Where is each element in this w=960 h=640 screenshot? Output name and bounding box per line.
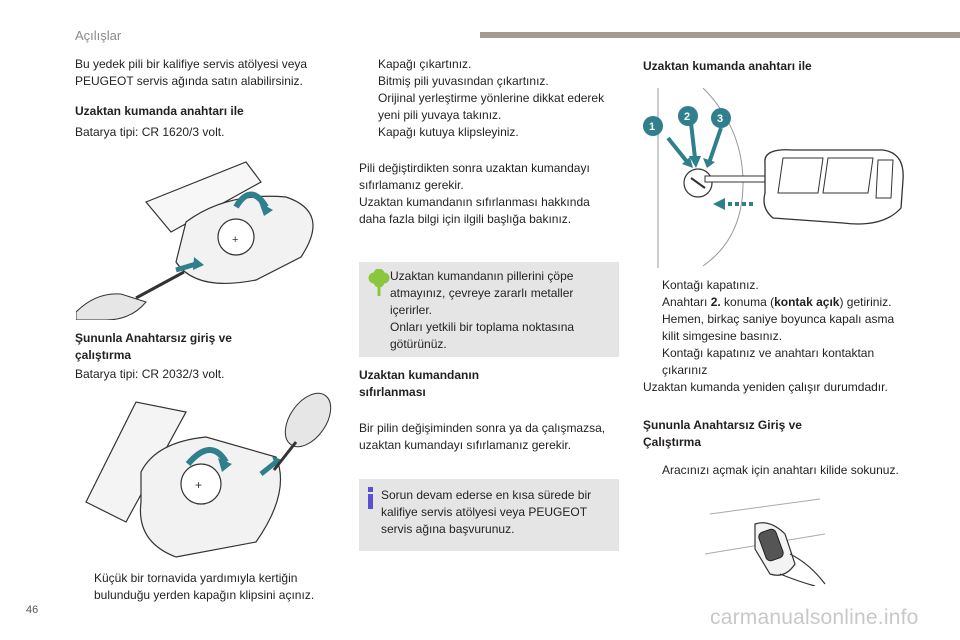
remote-key-battery-figure: +: [76, 161, 314, 320]
list-item: Aracınızı açmak için anahtarı kilide sok…: [643, 462, 913, 479]
step-list-col2: Kapağı çıkartınız. Bitmiş pili yuvasında…: [359, 56, 621, 141]
step-badge-2-label: 2: [684, 111, 690, 123]
list-item: Bitmiş pili yuvasından çıkartınız.: [359, 73, 621, 90]
ignition-key-figure: 1 2 3: [643, 88, 904, 268]
bullet-icon: [643, 345, 662, 379]
bullet-icon: [359, 90, 378, 124]
heading-keyless-col3: Şununla Anahtarsız Giriş ve Çalıştırma: [643, 418, 802, 449]
intro-text: Bu yedek pili bir kalifiye servis atölye…: [75, 57, 308, 88]
bullet-icon: [643, 311, 662, 345]
reset-body: Bir pilin değişiminden sonra ya da çalış…: [359, 421, 606, 452]
heading-remote-key-col3: Uzaktan kumanda anahtarı ile: [643, 59, 812, 73]
eco-leaf-icon: [368, 269, 390, 296]
step-badge-3: [711, 108, 731, 128]
list-item: Orijinal yerleştirme yönlerine dikkat ed…: [359, 90, 621, 124]
keyless-step-list: Aracınızı açmak için anahtarı kilide sok…: [643, 462, 913, 479]
list-item: Hemen, birkaç saniye boyunca kapalı asma…: [643, 311, 913, 345]
watermark: carmanualsonline.info: [710, 606, 919, 629]
page-number: 46: [26, 604, 39, 616]
bullet-icon: [359, 56, 378, 73]
header-bar: [480, 32, 960, 38]
bullet-icon: [643, 277, 662, 294]
battery-type-remote: Batarya tipi: CR 1620/3 volt.: [75, 125, 225, 139]
result-text: Uzaktan kumanda yeniden çalışır durumdad…: [643, 380, 888, 394]
bullet-icon: [643, 462, 662, 479]
heading-remote-reset: Uzaktan kumandanın sıfırlanması: [359, 368, 480, 399]
step-list-col3: Kontağı kapatınız. Anahtarı 2. konuma (k…: [643, 277, 913, 396]
step-badge-1-label: 1: [649, 121, 655, 133]
step-badge-3-label: 3: [717, 113, 723, 125]
battery-type-keyless: Batarya tipi: CR 2032/3 volt.: [75, 367, 225, 381]
info-note: Sorun devam ederse en kısa sürede bir ka…: [359, 479, 619, 551]
keyless-door-figure: [704, 498, 826, 586]
section-title: Açılışlar: [75, 28, 122, 43]
svg-text:+: +: [195, 478, 202, 492]
step-badge-1: [643, 116, 663, 136]
info-icon: [368, 487, 374, 509]
reset-paragraph: Pili değiştirdikten sonra uzaktan kumand…: [359, 161, 590, 226]
step-badge-2: [678, 106, 698, 126]
list-item: Kapağı çıkartınız.: [359, 56, 621, 73]
list-item: Kontağı kapatınız.: [643, 277, 913, 294]
heading-keyless: Şununla Anahtarsız giriş ve çalıştırma: [75, 331, 232, 362]
list-item: Anahtarı 2. konuma (kontak açık) getirin…: [643, 294, 913, 311]
bullet-icon: [359, 73, 378, 90]
eco-note: Uzaktan kumandanın pillerini çöpe atmayı…: [359, 262, 619, 357]
heading-remote-key: Uzaktan kumanda anahtarı ile: [75, 104, 244, 118]
bullet-icon: [643, 294, 662, 311]
bullet-icon: [359, 124, 378, 141]
keyless-key-battery-figure: +: [85, 392, 332, 558]
bullet-icon: [75, 570, 94, 604]
list-item: Kapağı kutuya klipsleyiniz.: [359, 124, 621, 141]
svg-text:+: +: [232, 234, 238, 246]
